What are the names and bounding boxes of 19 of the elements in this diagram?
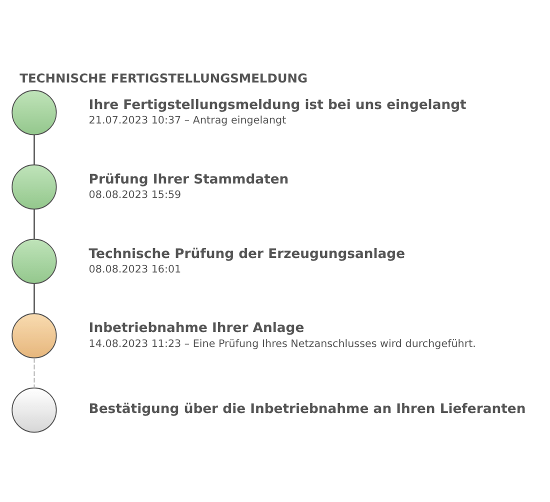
node-label: Ihre Fertigstellungsmeldung ist bei uns eingelangt xyxy=(88,98,466,114)
connector xyxy=(34,358,35,388)
connector xyxy=(34,134,35,165)
node-label: Bestätigung über die Inbetriebnahme an Ihren Lieferanten xyxy=(88,402,526,418)
node-circle xyxy=(12,164,57,210)
node-label: 21.07.2023 10:37 – Antrag eingelangt xyxy=(88,114,286,127)
diagram-title: TECHNISCHE FERTIGSTELLUNGSMELDUNG xyxy=(20,71,308,86)
node-label: 14.08.2023 11:23 – Eine Prüfung Ihres Netzanschlusses wird durchgeführt. xyxy=(88,338,476,350)
node-circle xyxy=(12,90,57,136)
node-label: 08.08.2023 15:59 xyxy=(88,189,182,202)
node-label: Prüfung Ihrer Stammdaten xyxy=(88,172,289,188)
connector xyxy=(34,284,35,314)
node-circle xyxy=(12,238,57,284)
node-label: 08.08.2023 16:01 xyxy=(88,263,182,276)
node-label: Technische Prüfung der Erzeugungsanlage xyxy=(88,246,406,262)
connector xyxy=(34,209,35,240)
node-circle xyxy=(12,313,57,358)
node-circle xyxy=(12,388,57,433)
node-label: Inbetriebnahme Ihrer Anlage xyxy=(88,321,304,336)
